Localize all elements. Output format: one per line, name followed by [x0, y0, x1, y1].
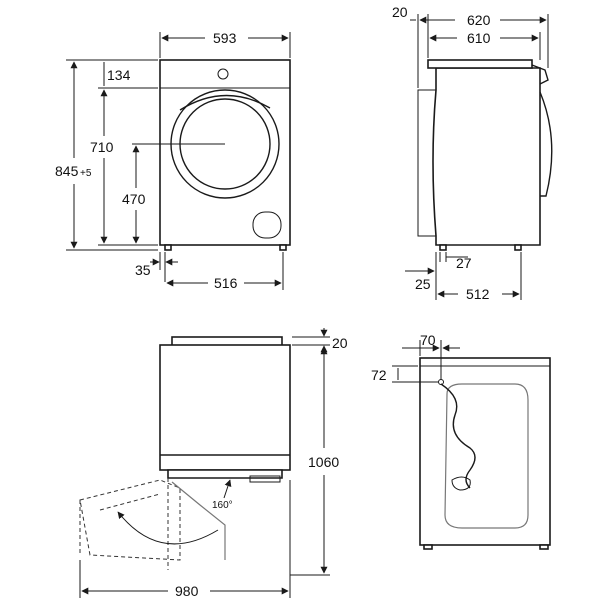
filter-cover	[252, 211, 282, 239]
rear-foot-left	[423, 544, 433, 550]
body-depth-label: 610	[467, 30, 491, 46]
program-knob	[217, 68, 229, 80]
door-hinge-base	[167, 469, 283, 479]
foot-offset-label: 27	[456, 255, 472, 271]
rear-cabinet	[419, 357, 551, 546]
foot-depth-label: 512	[466, 286, 490, 302]
side-cabinet	[432, 67, 541, 246]
drain-hose	[440, 383, 476, 489]
side-foot-rear	[439, 244, 447, 251]
top-height-label: 134	[107, 67, 131, 83]
open-door-inner	[99, 493, 161, 511]
overall-depth-label: 620	[467, 12, 491, 28]
angle-arc-end	[223, 479, 232, 499]
open-height-label: 1060	[308, 454, 339, 470]
open-width-label: 980	[175, 583, 199, 599]
hose-x-label: 70	[420, 332, 436, 348]
total-height-tolerance: +5	[80, 168, 92, 179]
hinge-detail	[249, 475, 281, 483]
front-foot-left	[164, 244, 172, 251]
side-foot-front	[514, 244, 522, 251]
side-view: 620 20 610 27 25 512	[392, 4, 553, 302]
door-hinge-curve	[179, 94, 271, 111]
open-door-outline	[79, 479, 181, 561]
foot-inset-label: 35	[135, 262, 151, 278]
door-side-profile	[539, 91, 553, 197]
front-cabinet	[159, 59, 291, 246]
front-view: 593 845 +5 134 710 470 35 516	[55, 30, 291, 291]
door-frame-lines	[171, 481, 226, 560]
door-angle-label: 160°	[212, 500, 233, 511]
total-height-label: 845	[55, 163, 79, 179]
rear-foot-right	[539, 544, 549, 550]
rear-view: 70 72	[371, 332, 551, 550]
door-center-label: 470	[122, 191, 146, 207]
hose-end	[451, 476, 471, 491]
angle-arc	[117, 511, 219, 545]
rear-foot-label: 25	[415, 276, 431, 292]
back-offset-label: 20	[392, 4, 408, 20]
door-open-view: 160° 20 1060 980	[79, 328, 348, 599]
top-lid	[427, 59, 533, 69]
top-clearance-label: 20	[332, 335, 348, 351]
foot-span-label: 516	[214, 275, 238, 291]
cabinet-top-view	[159, 344, 291, 471]
control-panel-edge	[531, 64, 549, 85]
hose-y-label: 72	[371, 367, 387, 383]
rear-panel	[417, 89, 436, 237]
height-710-label: 710	[90, 139, 114, 155]
front-width-label: 593	[213, 30, 237, 46]
front-foot-right	[279, 244, 287, 251]
rear-panel-outline	[444, 383, 529, 529]
